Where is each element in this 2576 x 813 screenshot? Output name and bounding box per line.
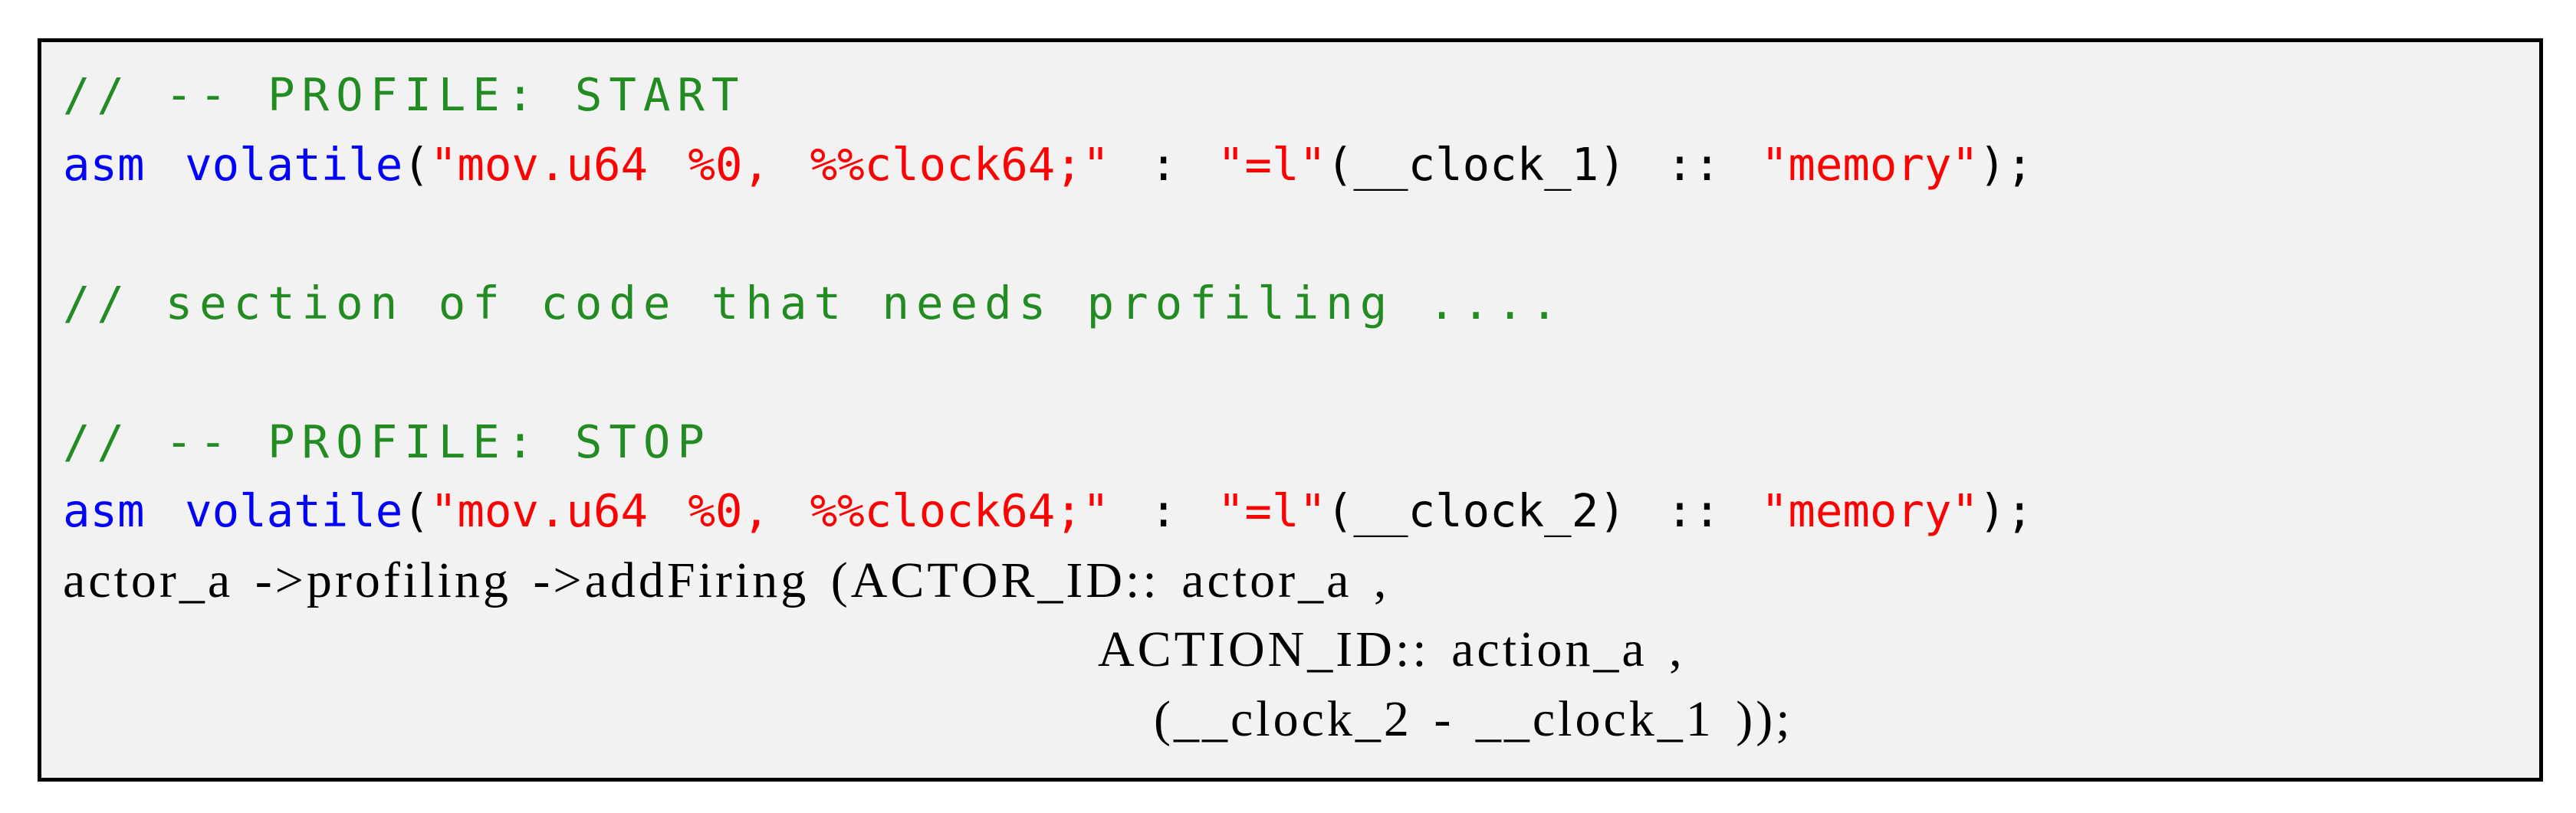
code-token-comment: // section of code that needs profiling … bbox=[63, 276, 1565, 329]
code-token-plain: actor_a ->profiling ->addFiring (ACTOR_I… bbox=[63, 552, 1390, 608]
code-token-comment: // -- PROFILE: START bbox=[63, 68, 746, 121]
code-token-keyword: volatile bbox=[185, 137, 403, 191]
code-token-plain: (__clock_2) :: bbox=[1326, 484, 1761, 537]
code-token-keyword: asm bbox=[63, 484, 145, 537]
code-line: // -- PROFILE: START bbox=[63, 61, 2536, 130]
code-token-string: "=l" bbox=[1217, 484, 1326, 537]
code-token-comment: // -- PROFILE: STOP bbox=[63, 415, 711, 468]
code-token-keyword: volatile bbox=[185, 484, 403, 537]
code-line: actor_a ->profiling ->addFiring (ACTOR_I… bbox=[63, 546, 2536, 616]
code-token-plain: (__clock_2 - __clock_1 )); bbox=[1154, 690, 1793, 747]
code-line: // section of code that needs profiling … bbox=[63, 269, 2536, 339]
code-token-plain: : bbox=[1109, 484, 1217, 537]
code-token-string: "mov.u64 %0, %%clock64;" bbox=[429, 484, 1110, 537]
code-line: (__clock_2 - __clock_1 )); bbox=[63, 685, 2536, 755]
code-token-keyword: asm bbox=[63, 137, 145, 191]
code-line: asm volatile("mov.u64 %0, %%clock64;" : … bbox=[63, 130, 2536, 200]
code-token-string: "memory" bbox=[1760, 484, 1979, 537]
code-token-plain: ( bbox=[402, 484, 430, 537]
code-token-plain: (__clock_1) :: bbox=[1326, 137, 1761, 191]
code-token-plain bbox=[145, 138, 186, 191]
code-token-plain: ); bbox=[1979, 137, 2034, 191]
code-line: ACTION_ID:: action_a , bbox=[63, 615, 2536, 685]
code-line: // -- PROFILE: STOP bbox=[63, 408, 2536, 477]
code-token-plain: : bbox=[1109, 137, 1217, 191]
code-token-plain bbox=[145, 484, 186, 537]
code-token-plain: ); bbox=[1979, 484, 2034, 537]
code-blank-line bbox=[63, 338, 2536, 408]
code-token-plain: ACTION_ID:: action_a , bbox=[1098, 621, 1685, 677]
code-token-string: "=l" bbox=[1217, 137, 1326, 191]
code-line: asm volatile("mov.u64 %0, %%clock64;" : … bbox=[63, 477, 2536, 546]
code-token-plain: ( bbox=[402, 137, 430, 191]
code-token-string: "mov.u64 %0, %%clock64;" bbox=[429, 137, 1110, 191]
code-token-string: "memory" bbox=[1760, 137, 1979, 191]
code-blank-line bbox=[63, 199, 2536, 269]
